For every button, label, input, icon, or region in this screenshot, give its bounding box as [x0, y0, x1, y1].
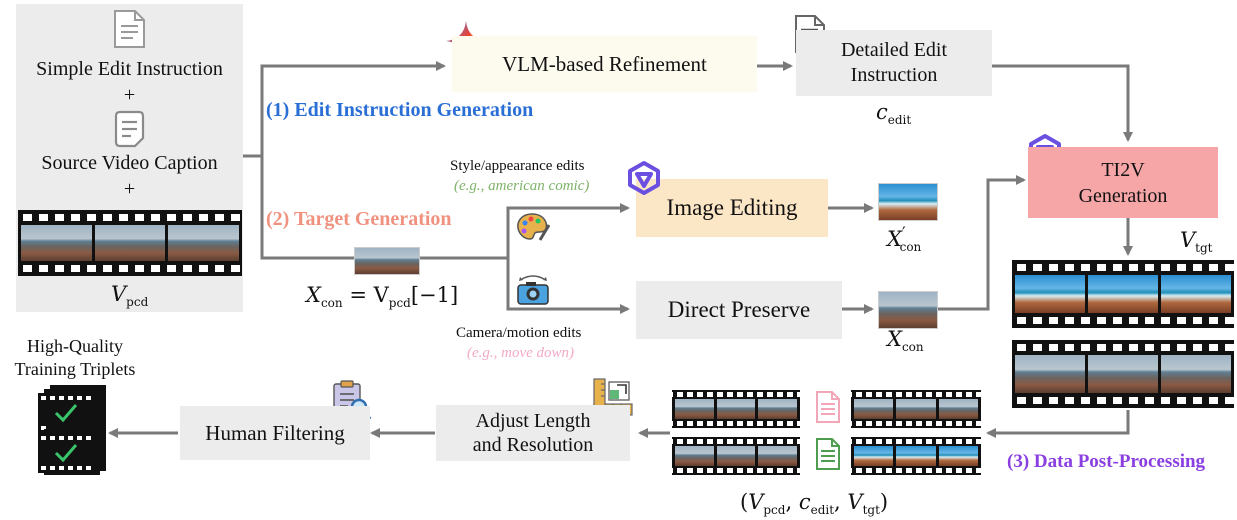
palette-icon [517, 213, 550, 241]
camera-edits-example: (e.g., move down) [467, 345, 575, 361]
style-edits-example: (e.g., american comic) [454, 178, 590, 194]
target-video-filmstrip [1012, 260, 1234, 328]
c-edit-label: cedit [876, 100, 912, 128]
plus-sign: + [123, 178, 136, 200]
v-tgt-label: Vtgt [1180, 228, 1213, 256]
camera-edits-label: Camera/motion edits [456, 325, 582, 341]
detailed-edit-instruction-box: Detailed Edit Instruction [796, 30, 992, 96]
last-frame-thumbnail [354, 247, 420, 275]
hq-triplets-label-line1: High-Quality [27, 336, 123, 356]
triplet-source-filmstrip-2 [672, 437, 800, 475]
triplet-source-filmstrip-1 [672, 390, 800, 428]
triplet-target-filmstrip-2 [851, 437, 981, 475]
camera-icon [517, 275, 549, 305]
document-icon [114, 10, 145, 48]
target-video-filmstrip-2 [1012, 340, 1234, 408]
source-video-caption: Source Video Caption [41, 152, 218, 174]
pink-document-icon [816, 391, 840, 423]
stage-2-label: (2) Target Generation [266, 208, 452, 230]
style-edits-label: Style/appearance edits [450, 158, 585, 174]
qwen-logo-icon [628, 161, 660, 195]
v-pcd-label: Vpcd [111, 282, 149, 310]
vlm-refinement-label: VLM-based Refinement [502, 51, 707, 76]
simple-edit-instruction: Simple Edit Instruction [36, 58, 223, 80]
triplet-target-filmstrip-1 [851, 390, 981, 428]
stage-1-label: (1) Edit Instruction Generation [266, 99, 534, 121]
stage-3-label: (3) Data Post-Processing [1007, 451, 1206, 472]
green-document-icon [816, 438, 840, 470]
triplet-notation: (Vpcd, cedit, Vtgt) [740, 490, 889, 518]
plus-sign: + [123, 84, 136, 106]
hq-triplets-label-line2: Training Triplets [14, 359, 136, 379]
x-con-label: Xcon [887, 327, 924, 355]
human-filtering-box: Human Filtering [180, 406, 370, 460]
adjust-length-resolution-box: Adjust Length and Resolution [436, 405, 630, 461]
ti2v-generation-box: TI2V Generation [1028, 147, 1218, 218]
edited-frame-thumbnail [878, 183, 938, 221]
preserved-frame-thumbnail [878, 291, 938, 329]
x-con-prime-label: X′con [887, 223, 922, 255]
x-con-expression: Xcon = Vpcd[−1] [306, 283, 459, 311]
source-video-filmstrip [18, 210, 242, 276]
vlm-refinement-box: VLM-based Refinement [452, 36, 757, 92]
caption-document-icon [114, 110, 145, 148]
direct-preserve-box: Direct Preserve [636, 281, 842, 339]
image-editing-box: Image Editing [636, 179, 828, 237]
checked-triplets-stack [38, 385, 106, 475]
